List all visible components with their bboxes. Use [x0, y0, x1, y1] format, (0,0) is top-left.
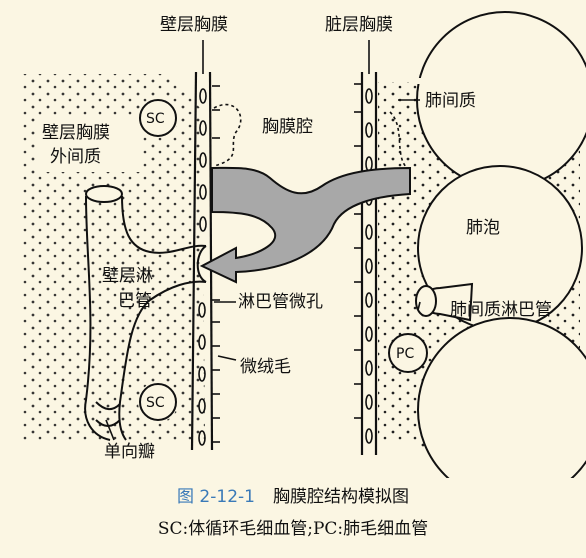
label-interstitium: 肺间质 [425, 91, 476, 111]
label-interstitial-lymph: 肺间质淋巴管 [450, 300, 552, 320]
sc-capillary-top [139, 99, 177, 137]
label-alveolus: 肺泡 [466, 218, 500, 238]
visceral-pleura [354, 72, 378, 455]
label-sc-bottom: SC [146, 395, 165, 411]
parietal-pleura [190, 71, 220, 451]
label-parietal-pleura: 壁层胸膜 [160, 15, 228, 35]
label-sc-top: SC [146, 111, 165, 127]
alveolus-bottom [417, 317, 586, 478]
label-pleural-cavity: 胸膜腔 [262, 117, 313, 137]
label-parietal-interstitium-2: 外间质 [50, 147, 101, 167]
label-visceral-pleura: 脏层胸膜 [325, 15, 393, 35]
flow-arrow [199, 166, 411, 284]
label-parietal-interstitium-1: 壁层胸膜 [42, 123, 110, 143]
label-parietal-lymph-2: 巴管 [118, 291, 152, 311]
label-microvilli: 微绒毛 [240, 357, 291, 377]
pleural-cavity-diagram: 壁层胸膜 脏层胸膜 肺间质 胸膜腔 壁层胸膜 外间质 肺泡 壁层淋 巴管 淋巴管… [22, 11, 586, 478]
figure-number: 图 2-12-1 [177, 487, 255, 507]
parietal-lymph-vessel [84, 185, 207, 441]
sc-capillary-bottom [139, 383, 177, 421]
figure-title: 胸膜腔结构模拟图 [272, 487, 409, 507]
pc-capillary [388, 333, 428, 373]
label-parietal-lymph-1: 壁层淋 [102, 266, 153, 286]
label-valve: 单向瓣 [104, 442, 155, 462]
figure-caption: 图 2-12-1 胸膜腔结构模拟图 [0, 482, 586, 507]
label-lymph-stoma: 淋巴管微孔 [238, 292, 323, 312]
figure-legend: SC:体循环毛细血管;PC:肺毛细血管 [157, 519, 429, 539]
alveoli [412, 11, 586, 478]
label-pc: PC [396, 346, 414, 362]
leader-lines [105, 40, 421, 441]
